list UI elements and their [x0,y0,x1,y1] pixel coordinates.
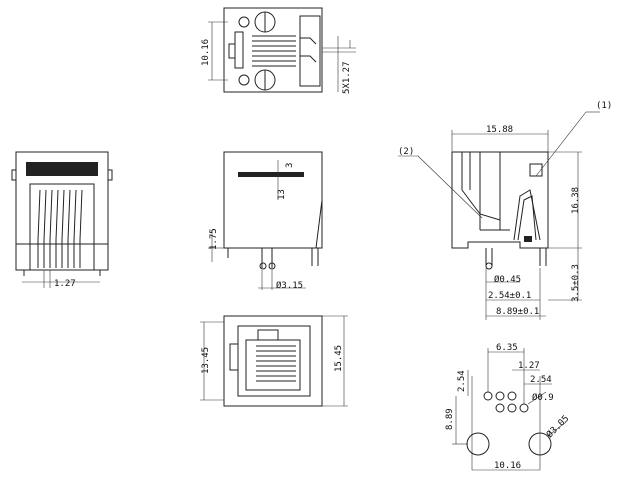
footprint-dim-635: 6.35 [496,343,518,353]
front-view: 1.27 [11,151,113,289]
front-view-contacts [37,189,83,268]
side-dim-175: 1.75 [209,228,219,250]
footprint-hole [483,391,493,401]
top-view-contact-lines [252,35,296,67]
section-callout-1: (1) [596,101,612,111]
section-dim-889: 8.89±0.1 [496,307,539,317]
footprint-hole [495,403,505,413]
bottom-view-plug [245,339,301,391]
footprint-dim-254b: 2.54 [530,375,552,385]
bottom-view-outline [223,315,323,407]
footprint-dim-889: 8.89 [445,408,455,430]
top-dim-pitch: 5X1.27 [342,61,352,94]
section-view-outline [451,151,549,249]
footprint-view: 6.35 1.27 2.54 2.54 Ø0.9 8.89 Ø3.05 10.1… [445,343,571,471]
footprint-peg-left [466,432,490,456]
footprint-hole [507,403,517,413]
footprint-hole [507,391,517,401]
side-dim-13: 13 [277,189,287,200]
section-view-contact [513,189,541,241]
footprint-dim-1016: 10.16 [494,461,521,471]
front-view-slot [26,162,98,176]
front-dim-pitch: 1.27 [54,279,76,289]
top-view-outline [223,7,323,93]
section-view: 15.88 16.38 3.5±0.3 Ø0.45 2.54±0.1 8.89±… [398,101,612,320]
footprint-dim-127: 1.27 [518,361,540,371]
top-view-hole-top [238,16,250,28]
top-view-latch [234,31,244,69]
bottom-dim-1345: 13.45 [201,347,211,374]
side-view: 13 3 1.75 Ø3.15 [208,151,323,291]
section-dim-height: 16.38 [571,187,581,214]
section-dim-pin: Ø0.45 [494,274,521,285]
footprint-hole [495,391,505,401]
side-view-outline [223,151,323,249]
bottom-dim-1545: 15.45 [334,345,344,372]
side-dim-3: 3 [285,163,295,168]
top-view-rear-block [299,15,321,87]
footprint-dim-hole: Ø0.9 [532,392,554,403]
top-view-hole-bottom [238,74,250,86]
section-dim-width: 15.88 [486,125,513,135]
section-dim-254: 2.54±0.1 [488,291,531,301]
footprint-dim-peg: Ø3.05 [544,413,571,440]
footprint-hole [519,403,529,413]
bottom-view-contact-lines [256,345,296,382]
side-view-rail [238,172,304,177]
front-view-outline [15,151,109,271]
side-dim-315: Ø3.15 [276,280,303,291]
footprint-dim-254a: 2.54 [457,370,467,392]
top-view-tab [228,43,236,59]
section-dim-35: 3.5±0.3 [571,264,581,302]
top-view: 10.16 5X1.27 [201,7,356,94]
top-dim-height: 10.16 [201,39,211,66]
bottom-view: 13.45 15.45 [200,315,348,407]
footprint-peg-right [528,432,552,456]
section-callout-2: (2) [398,147,414,157]
